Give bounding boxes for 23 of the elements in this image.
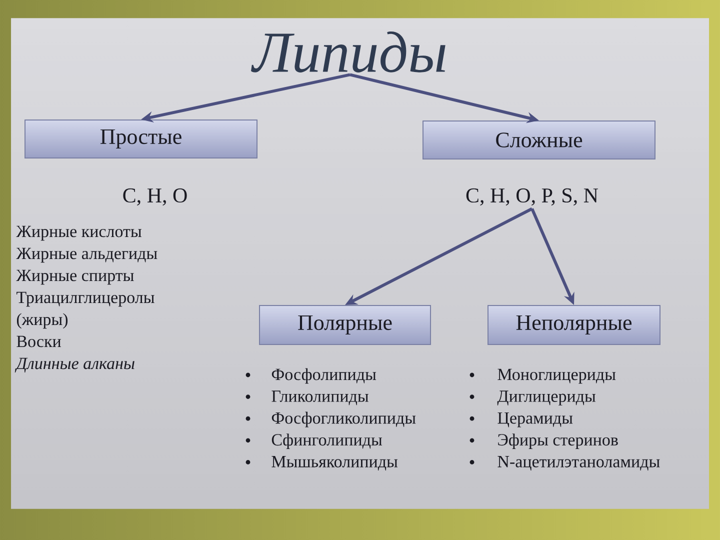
list-item: Фосфогликолипиды [272, 412, 416, 428]
list-item: Фосфолипиды [272, 368, 376, 384]
category-box: Неполярные [488, 305, 660, 345]
list-item: Жирные кислоты [16, 226, 142, 241]
list-item: Триацилглицеролы (жиры) [16, 292, 154, 329]
list-item: Мышьяколипиды [272, 456, 398, 470]
list-item: N-ацетилэтаноламиды [498, 456, 660, 470]
category-box: Простые [24, 120, 258, 158]
list-item: Моноглицериды [498, 368, 616, 384]
list-item: Жирные альдегиды [16, 248, 158, 263]
list-item: Жирные спирты [16, 270, 134, 285]
list-item: Церамиды [498, 412, 573, 428]
list-item: Гликолипиды [272, 390, 368, 406]
list-item: Эфиры стеринов [498, 434, 618, 450]
category-box: Сложные [422, 120, 656, 160]
formula-text: C, H, O, P, S, N [466, 188, 598, 206]
list-item: Длинные алканы [14, 358, 134, 372]
heading-text: Липиды [251, 32, 446, 72]
list-item: Воски [16, 336, 61, 348]
formula-text: C, H, O [123, 188, 187, 206]
list-item: Сфинголипиды [272, 434, 382, 450]
list-item: Диглицериды [497, 390, 596, 406]
category-box: Полярные [259, 305, 431, 345]
